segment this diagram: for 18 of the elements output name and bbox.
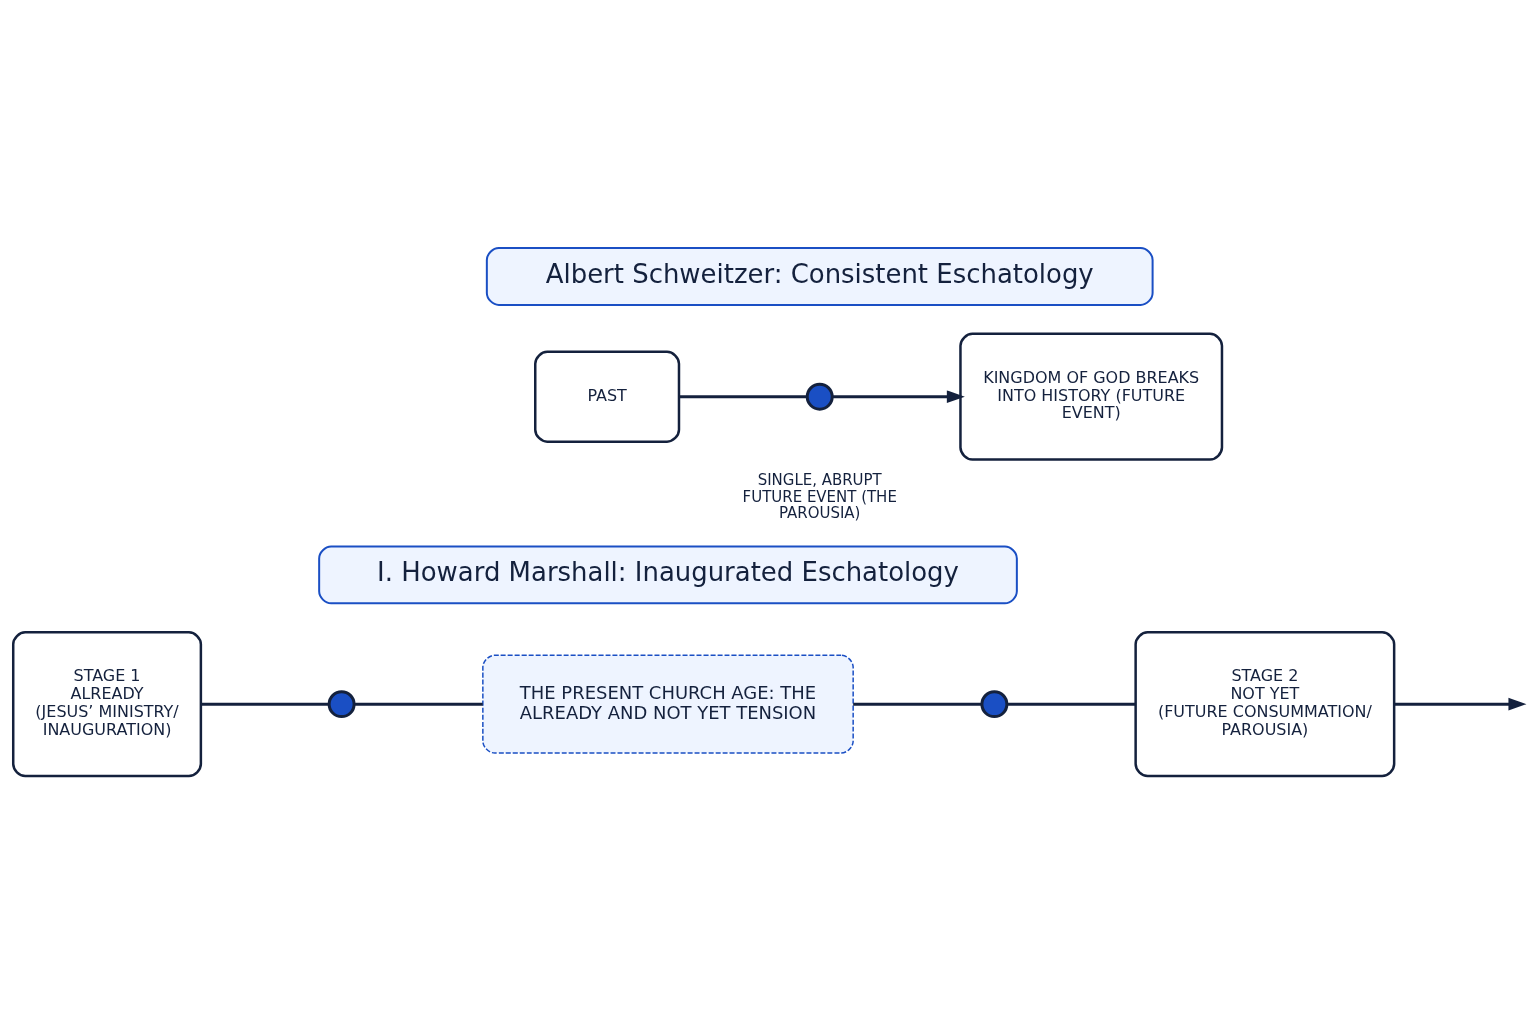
connector [200, 702, 329, 706]
node-box: THE PRESENT CHURCH AGE: THE ALREADY AND NOT YET TENSION [482, 654, 854, 754]
label: SINGLE, ABRUPT FUTURE EVENT (THE PAROUSIA) [742, 470, 897, 523]
node-box: PAST [534, 350, 681, 443]
node-circle [805, 382, 834, 411]
node-box: KINGDOM OF GOD BREAKS INTO HISTORY (FUTURE EVENT) [959, 332, 1224, 461]
connector [1007, 702, 1136, 706]
node-box: I. Howard Marshall: Inaugurated Eschatology [318, 545, 1018, 605]
arrow [832, 390, 965, 403]
connector [679, 395, 808, 399]
node-box: Albert Schweitzer: Consistent Eschatology [485, 247, 1154, 306]
node-box: STAGE 2 NOT YET (FUTURE CONSUMMATION/ PAROUSIA) [1134, 631, 1396, 778]
connector [354, 702, 483, 706]
connector [853, 702, 982, 706]
node-box: STAGE 1 ALREADY (JESUS’ MINISTRY/ INAUGURATION) [12, 631, 203, 778]
node-circle [327, 690, 356, 719]
arrow [1394, 697, 1527, 711]
node-circle [980, 690, 1009, 719]
